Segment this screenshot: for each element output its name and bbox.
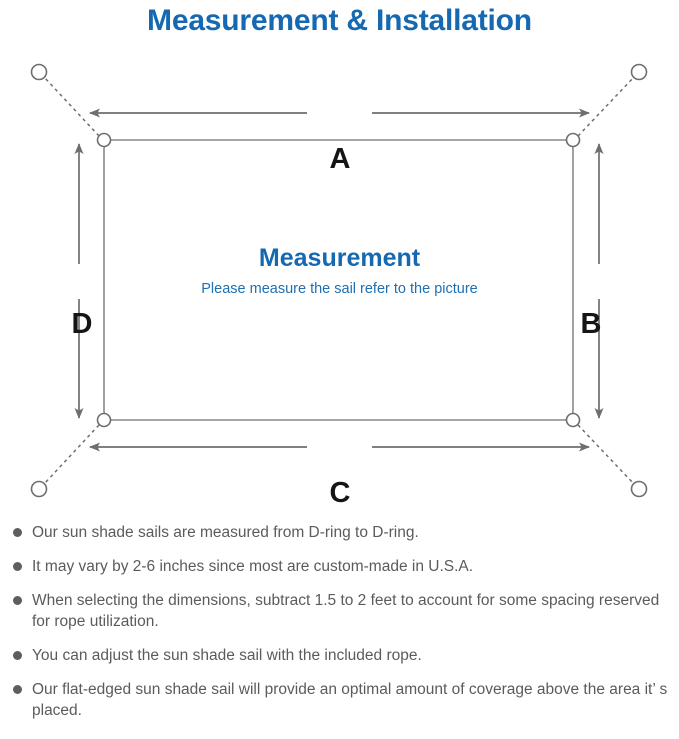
anchor-points <box>30 63 648 498</box>
rope-top-left <box>43 76 100 137</box>
shade-sail-body <box>103 139 574 421</box>
dimension-label-A: A <box>329 143 351 175</box>
note-text: When selecting the dimensions, subtract … <box>32 592 660 630</box>
anchor-circle-bottom-left <box>30 480 48 498</box>
bullet-icon <box>13 685 22 694</box>
anchor-circle-bottom-right <box>630 480 648 498</box>
note-item: Our flat-edged sun shade sail will provi… <box>0 679 679 721</box>
rope-bottom-right <box>577 424 635 485</box>
bullet-icon <box>13 528 22 537</box>
note-item: You can adjust the sun shade sail with t… <box>0 645 679 666</box>
bullet-icon <box>13 596 22 605</box>
note-text: Our flat-edged sun shade sail will provi… <box>32 681 668 719</box>
measurement-diagram: A B C D Measurement Please measure the s… <box>0 46 679 516</box>
dimension-label-B: B <box>580 308 602 340</box>
note-item: Our sun shade sails are measured from D-… <box>0 522 679 543</box>
dimension-label-D: D <box>71 308 93 340</box>
note-text: Our sun shade sails are measured from D-… <box>32 524 419 541</box>
rope-top-right <box>577 76 635 137</box>
rope-bottom-left <box>43 424 100 485</box>
d-ring-top-right <box>565 132 581 148</box>
note-item: It may vary by 2-6 inches since most are… <box>0 556 679 577</box>
dimension-label-C: C <box>329 477 351 509</box>
d-ring-bottom-left <box>96 412 112 428</box>
d-ring-top-left <box>96 132 112 148</box>
note-item: When selecting the dimensions, subtract … <box>0 590 679 632</box>
page-title: Measurement & Installation <box>147 4 532 37</box>
diagram-svg <box>30 63 648 498</box>
anchor-circle-top-right <box>630 63 648 81</box>
anchor-circle-top-left <box>30 63 48 81</box>
d-ring-bottom-right <box>565 412 581 428</box>
note-text: It may vary by 2-6 inches since most are… <box>32 558 474 575</box>
notes-list: Our sun shade sails are measured from D-… <box>0 522 679 734</box>
d-rings <box>96 132 581 428</box>
bullet-icon <box>13 651 22 660</box>
bullet-icon <box>13 562 22 571</box>
note-text: You can adjust the sun shade sail with t… <box>32 647 422 664</box>
